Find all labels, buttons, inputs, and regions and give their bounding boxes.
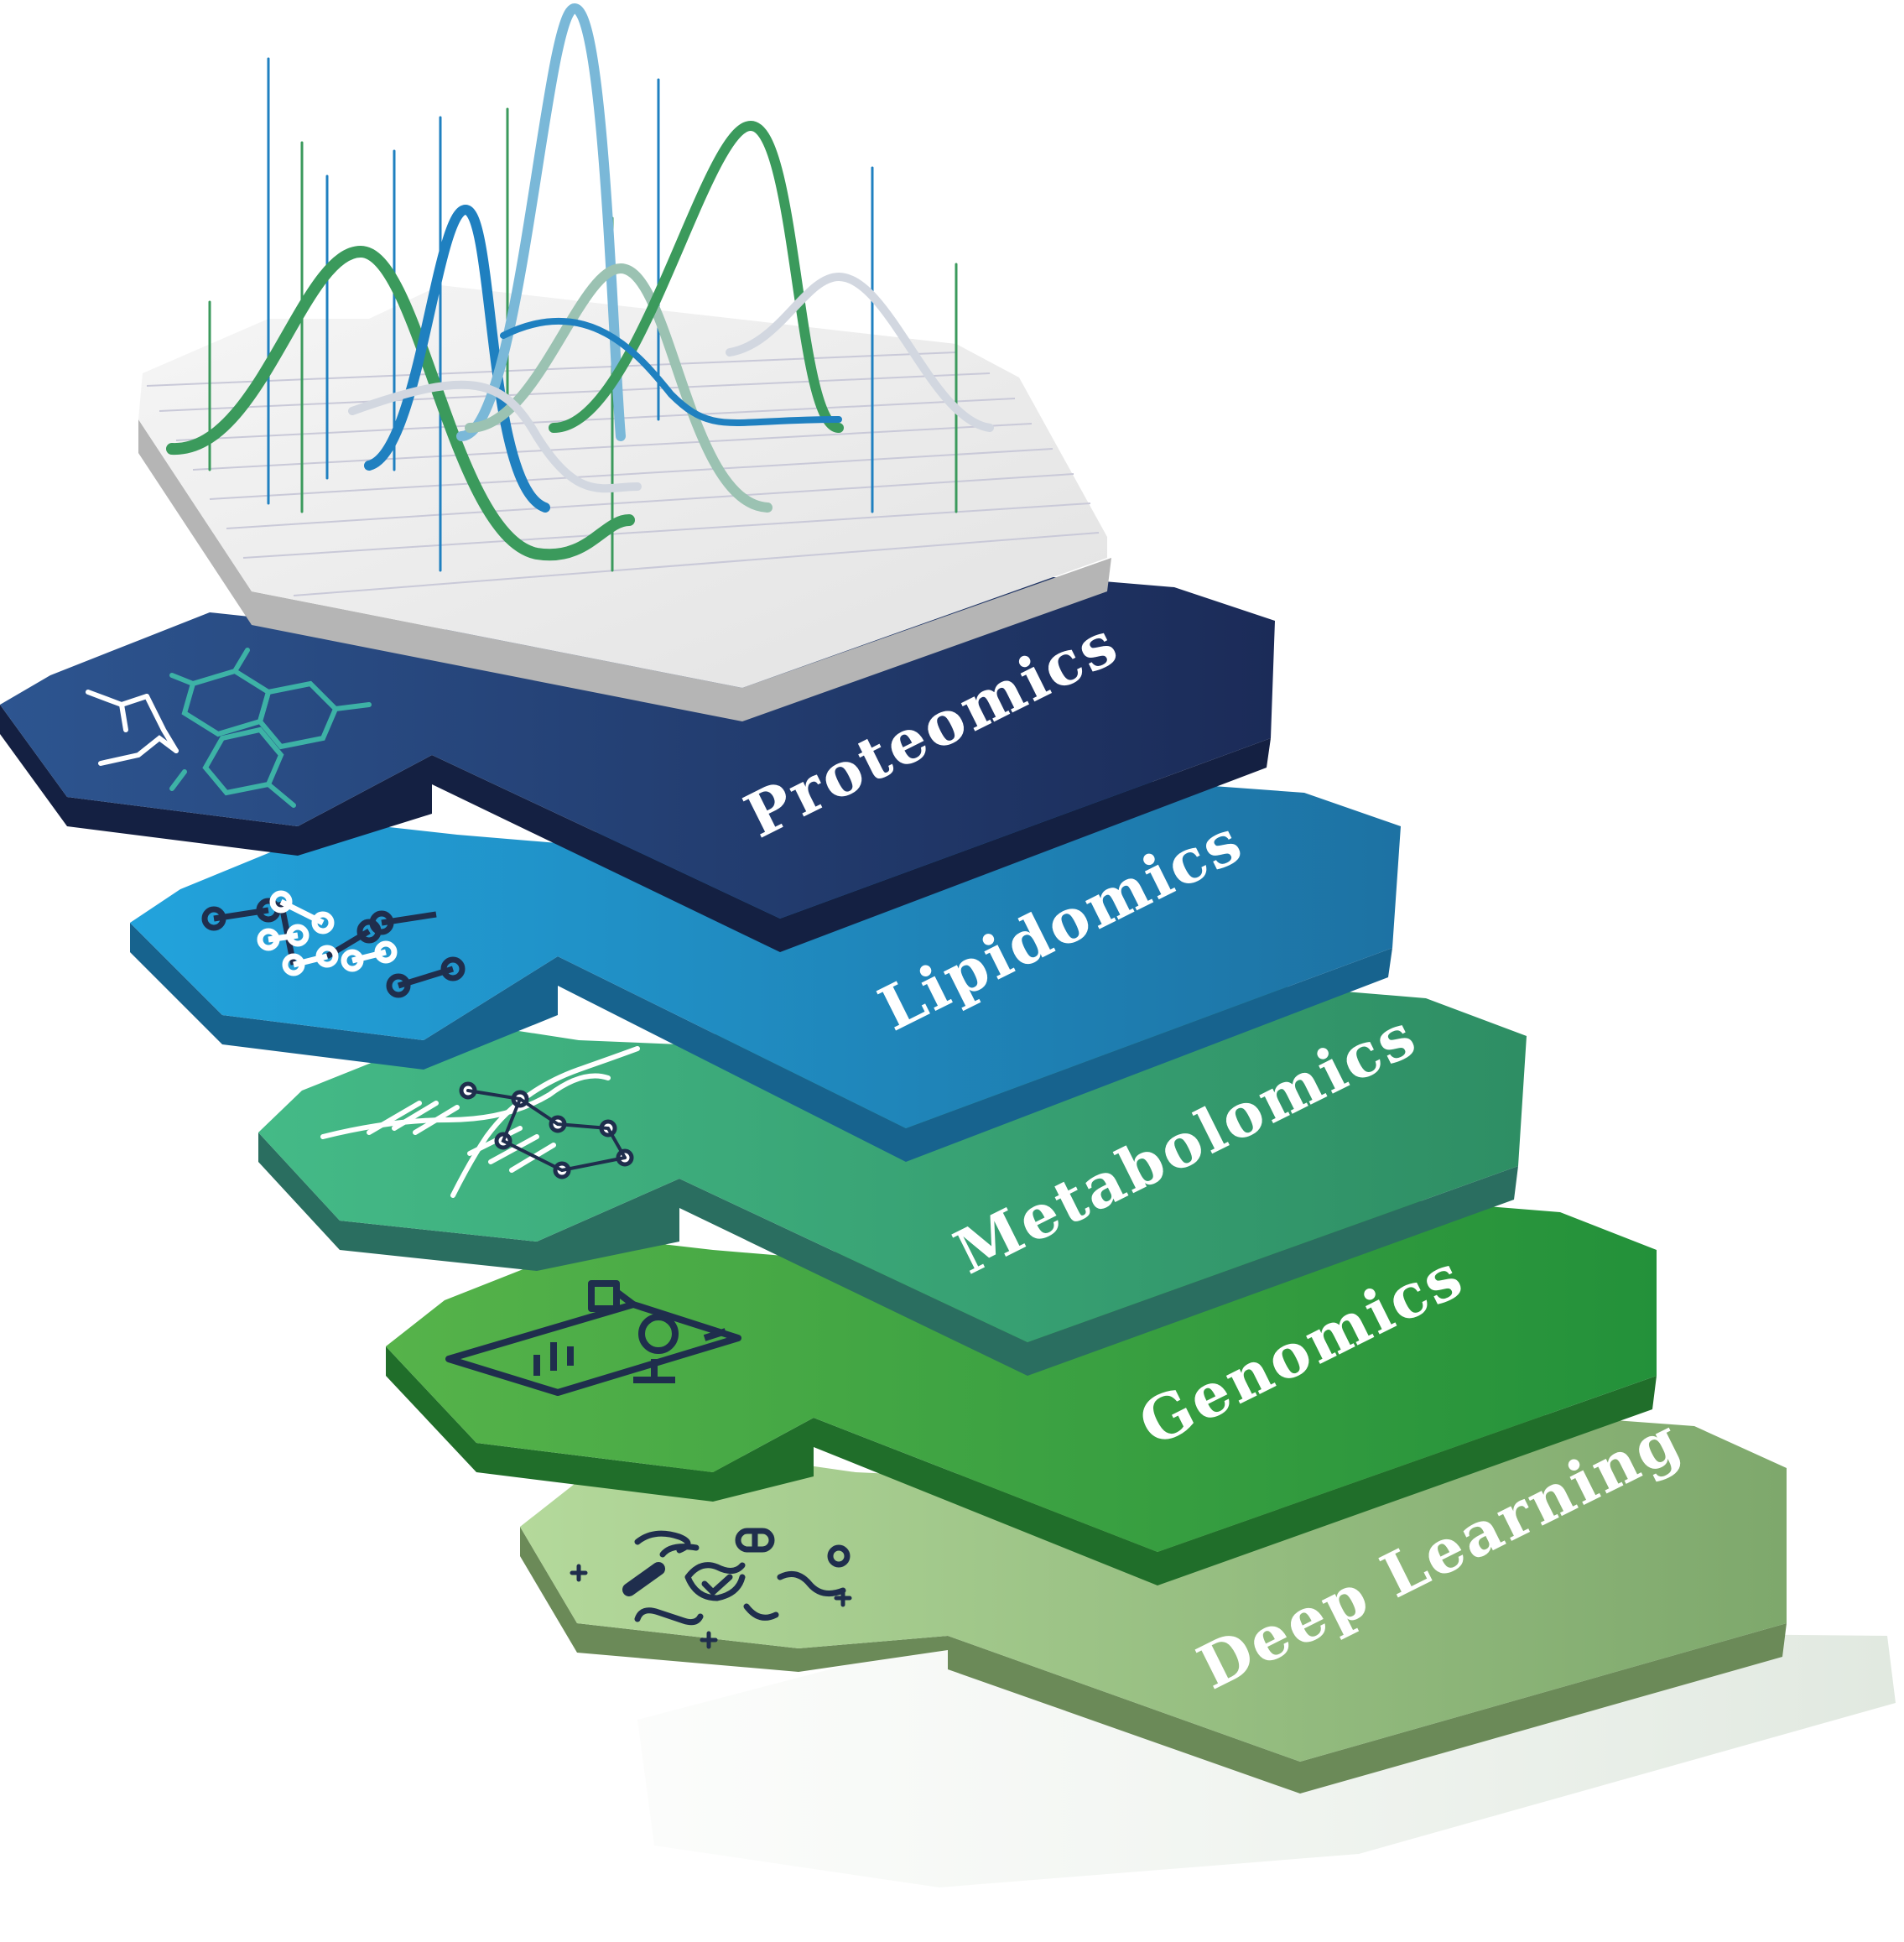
top-plate-side xyxy=(138,419,1111,721)
mass-spectrum-chart-icon xyxy=(166,3,994,572)
layer-proteomics-side xyxy=(0,705,1271,952)
layer-lipidomics-side xyxy=(130,923,1392,1162)
microbes-icon xyxy=(570,1528,852,1649)
dna-network-icon xyxy=(320,1046,640,1198)
layer-metabolomics-side xyxy=(258,1132,1518,1376)
layer-deep-learning-side xyxy=(520,1527,1787,1794)
top-plate xyxy=(138,3,1111,721)
molecule-structure-icon xyxy=(86,648,372,808)
lipid-chain-icon xyxy=(201,890,466,998)
layer-genomics-side xyxy=(386,1346,1657,1585)
